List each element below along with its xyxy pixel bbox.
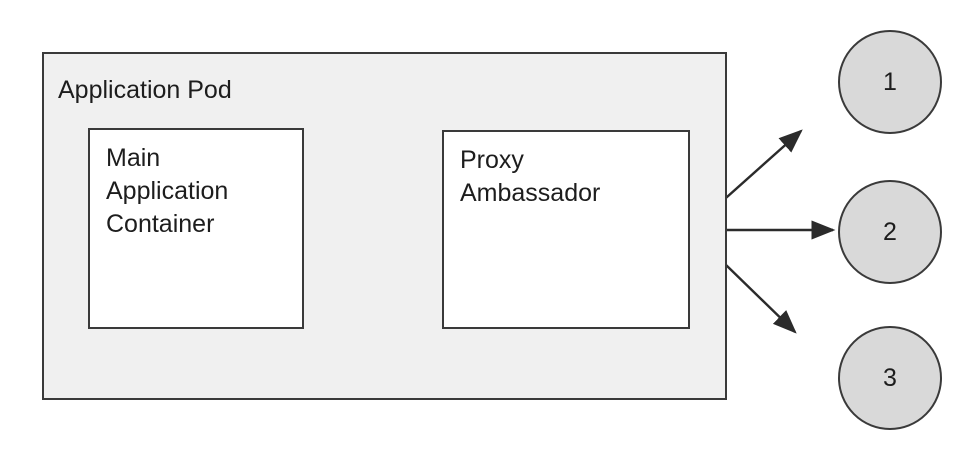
main-application-container-line-2: Application [106, 177, 229, 205]
proxy-ambassador-container: Proxy Ambassador [442, 130, 690, 329]
main-application-container-line-3: Container [106, 210, 215, 238]
proxy-ambassador-label: Proxy Ambassador [460, 144, 682, 210]
service-node-3-label: 3 [883, 363, 897, 392]
main-application-container-line-1: Main [106, 144, 161, 172]
application-pod-label: Application Pod [58, 76, 232, 104]
service-node-3: 3 [838, 326, 942, 430]
service-node-1: 1 [838, 30, 942, 134]
proxy-ambassador-line-2: Ambassador [460, 179, 601, 207]
main-application-container: Main Application Container [88, 128, 304, 329]
service-node-2: 2 [838, 180, 942, 284]
service-node-1-label: 1 [883, 67, 897, 96]
service-node-2-label: 2 [883, 217, 897, 246]
main-application-container-label: Main Application Container [106, 142, 296, 241]
proxy-ambassador-line-1: Proxy [460, 146, 524, 174]
